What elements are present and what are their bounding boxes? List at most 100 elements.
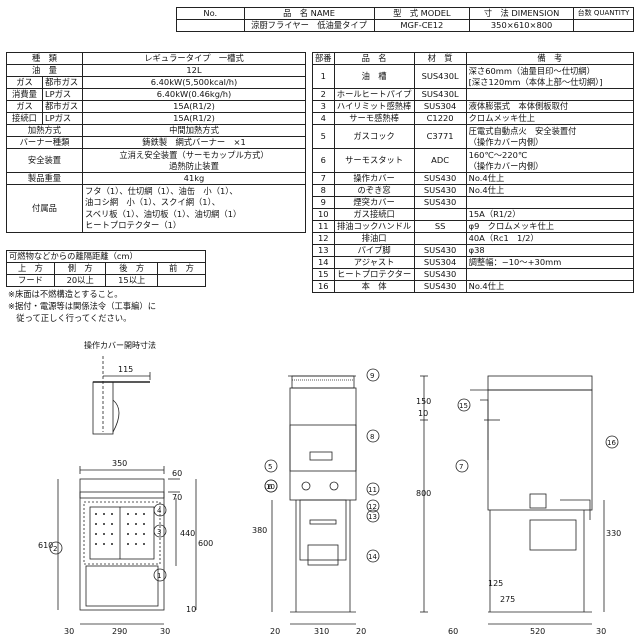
dim-label: 350 [112,459,127,468]
part-note-line: 深さ60mm（油量目印〜仕切網） [468,65,595,76]
product-name: 涼厨フライヤー 低油量タイプ [243,19,375,32]
cover-open-detail: 操作カバー開時寸法 115 [84,340,156,435]
front-view: 380 20 310 20 [252,375,366,636]
part-note-line: No.4仕上 [468,173,505,184]
dim-label: 150 [416,397,431,406]
dim-label: 10 [186,605,196,614]
dim-label: 30 [64,627,74,636]
accessories-label: 付属品 [6,184,83,233]
part-note-line: No.4仕上 [468,185,505,196]
balloon-8: 8 [370,433,374,441]
balloon-4: 4 [157,507,162,515]
part-balloons: 1 2 3 4 5 6 7 8 9 10 11 12 13 14 15 16 [49,368,619,582]
dim-label: 330 [606,529,621,538]
balloon-6: 6 [268,483,273,491]
balloon-3: 3 [157,528,161,536]
safety-line: 立消え安全装置（サーモカップル方式） [119,149,269,160]
part-note-line: （操作カバー内側） [468,136,544,147]
title-block: No. 品 名 NAME 型 式 MODEL 寸 法 DIMENSION 台数 … [176,7,634,32]
dim-label: 310 [314,627,329,636]
installation-notes: ※床面は不燃構造とすること。 ※据付・電源等は関係法令（工事編）に 従って正しく… [8,288,156,324]
accessory-line: フタ（1）、仕切網（1）、油缶 小（1）、 [85,185,238,196]
dim-label: 20 [356,627,366,636]
balloon-9: 9 [370,372,374,380]
dim-label: 115 [118,365,133,374]
balloon-15: 15 [459,402,468,410]
part-name: サーモスタット [333,148,415,173]
balloon-16: 16 [607,439,616,447]
quantity-value [573,19,634,32]
dim-label: 610 [38,541,53,550]
part-note-line: 40A（Rc1 1/2） [468,233,539,244]
part-note-line: φ38 [468,245,485,256]
dim-label: 275 [500,595,515,604]
balloon-13: 13 [368,513,377,521]
perforation-holes [95,513,145,545]
dim-label: 380 [252,526,267,535]
part-note-line: No.4仕上 [468,281,505,292]
dim-label: 30 [596,627,606,636]
balloon-5: 5 [268,463,272,471]
dim-label: 125 [488,579,503,588]
accessory-line: スベリ板（1）、油切板（1）、油切網（1） [85,208,242,219]
clearance-value [157,274,206,287]
dim-label: 800 [416,489,431,498]
balloon-2: 2 [53,545,57,553]
part-note-line: （操作カバー内側） [468,160,544,171]
clearance-row-label: フード [6,274,55,287]
part-note: No.4仕上 [465,280,635,293]
safety-value: 立消え安全装置（サーモカップル方式） 過熱防止装置 [82,148,306,173]
detail-caption: 操作カバー開時寸法 [84,340,156,350]
accessory-line: ヒートプロテクター（1） [85,220,182,230]
part-note-line: 160℃〜220℃ [468,149,528,160]
accessory-line: 油コシ網 小（1）、スクイ網（1）、 [85,197,221,207]
part-name: ガスコック [333,124,415,149]
part-note-line: [深さ120mm（本体上部〜仕切網）] [468,76,603,87]
note-line: ※据付・電源等は関係法令（工事編）に [8,301,157,311]
part-note-line: 液体膨張式 本体側板取付 [468,101,569,112]
note-line: 従って正しく行ってください。 [8,313,132,323]
balloon-14: 14 [368,553,377,561]
part-name: 本 体 [333,280,415,293]
part-note-line: 圧電式自動点火 安全装置付 [468,125,577,136]
safety-line: 過熱防止装置 [169,160,219,171]
balloon-12: 12 [368,503,377,511]
accessories-value: フタ（1）、仕切網（1）、油缶 小（1）、 油コシ網 小（1）、スクイ網（1）、… [82,184,306,233]
clearance-value: 20以上 [53,274,107,287]
part-note-line: φ9 クロムメッキ仕上 [468,221,555,232]
balloon-7: 7 [459,463,463,471]
side-view: 150 10 800 330 125 275 60 520 30 [416,375,621,636]
dim-label: 10 [418,409,428,418]
part-note-line: 調整幅：−10〜+30mm [468,257,562,268]
top-view: 350 60 70 440 600 610 30 290 30 10 [38,459,213,636]
dim-label: 60 [448,627,458,636]
part-note: 圧電式自動点火 安全装置付（操作カバー内側） [465,124,635,149]
dim-label: 520 [530,627,545,636]
dim-label: 290 [112,627,127,636]
product-model: MGF-CE12 [373,19,471,32]
balloon-11: 11 [368,486,377,494]
part-note-line: 15A（R1/2） [468,209,521,220]
balloon-10: 10 [266,483,275,491]
dim-label: 70 [172,493,182,502]
dim-label: 20 [270,627,280,636]
dim-label: 440 [180,529,195,538]
balloon-1: 1 [157,572,161,580]
part-material: SUS430 [413,280,467,293]
part-note: 160℃〜220℃（操作カバー内側） [465,148,635,173]
clearance-table: 可燃物などからの離隔距離（cm） 上 方 側 方 後 方 前 方 フード 20以… [6,250,206,287]
part-note-line: クロムメッキ仕上 [468,113,535,124]
dim-label: 30 [160,627,170,636]
